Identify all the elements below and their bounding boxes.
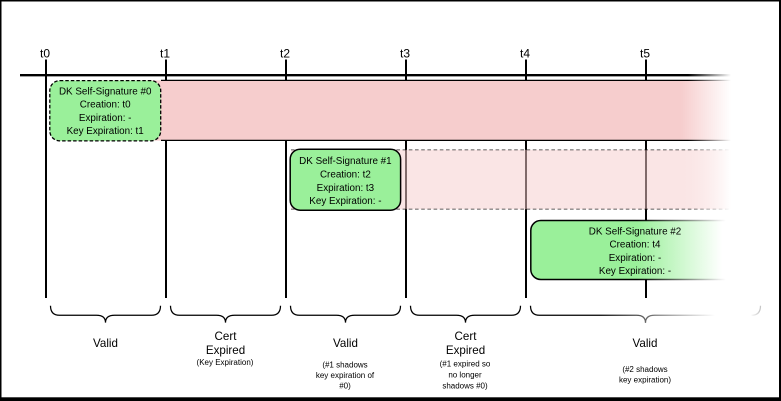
- svg-text:Cert: Cert: [455, 330, 478, 343]
- svg-text:Expired: Expired: [446, 344, 485, 357]
- svg-text:DK Self-Signature #2: DK Self-Signature #2: [589, 226, 681, 237]
- svg-text:(Key Expiration): (Key Expiration): [197, 358, 254, 367]
- svg-text:Valid: Valid: [633, 337, 658, 350]
- svg-text:t2: t2: [280, 47, 290, 61]
- svg-text:Key Expiration: -: Key Expiration: -: [309, 196, 381, 207]
- svg-text:(#1 expired so: (#1 expired so: [440, 359, 491, 368]
- svg-text:t0: t0: [40, 47, 50, 61]
- svg-text:(#2 shadows: (#2 shadows: [622, 365, 667, 374]
- svg-text:#0): #0): [339, 381, 351, 390]
- svg-text:no longer: no longer: [448, 371, 482, 380]
- svg-text:DK Self-Signature #0: DK Self-Signature #0: [59, 86, 152, 97]
- svg-text:t1: t1: [160, 47, 170, 61]
- svg-text:t4: t4: [520, 47, 530, 61]
- svg-text:Creation: t4: Creation: t4: [610, 240, 661, 251]
- svg-text:Cert: Cert: [215, 330, 238, 343]
- svg-text:Key Expiration: t1: Key Expiration: t1: [67, 126, 144, 137]
- svg-text:(#1 shadows: (#1 shadows: [322, 361, 367, 370]
- svg-text:Creation: t0: Creation: t0: [80, 100, 131, 111]
- svg-text:key expiration of: key expiration of: [316, 371, 375, 380]
- svg-text:t5: t5: [640, 47, 650, 61]
- svg-text:Expiration: t3: Expiration: t3: [317, 183, 375, 194]
- svg-text:Expiration: -: Expiration: -: [609, 253, 662, 264]
- svg-text:Key Expiration: -: Key Expiration: -: [599, 266, 671, 277]
- svg-text:Valid: Valid: [333, 337, 358, 350]
- svg-text:Expired: Expired: [206, 344, 245, 357]
- svg-text:Expiration: -: Expiration: -: [79, 113, 132, 124]
- svg-text:DK Self-Signature #1: DK Self-Signature #1: [299, 156, 391, 167]
- svg-text:key expiration): key expiration): [619, 375, 671, 384]
- svg-text:shadows #0): shadows #0): [442, 381, 488, 390]
- svg-text:Valid: Valid: [93, 337, 118, 350]
- svg-text:Creation: t2: Creation: t2: [320, 170, 371, 181]
- svg-text:t3: t3: [400, 47, 410, 61]
